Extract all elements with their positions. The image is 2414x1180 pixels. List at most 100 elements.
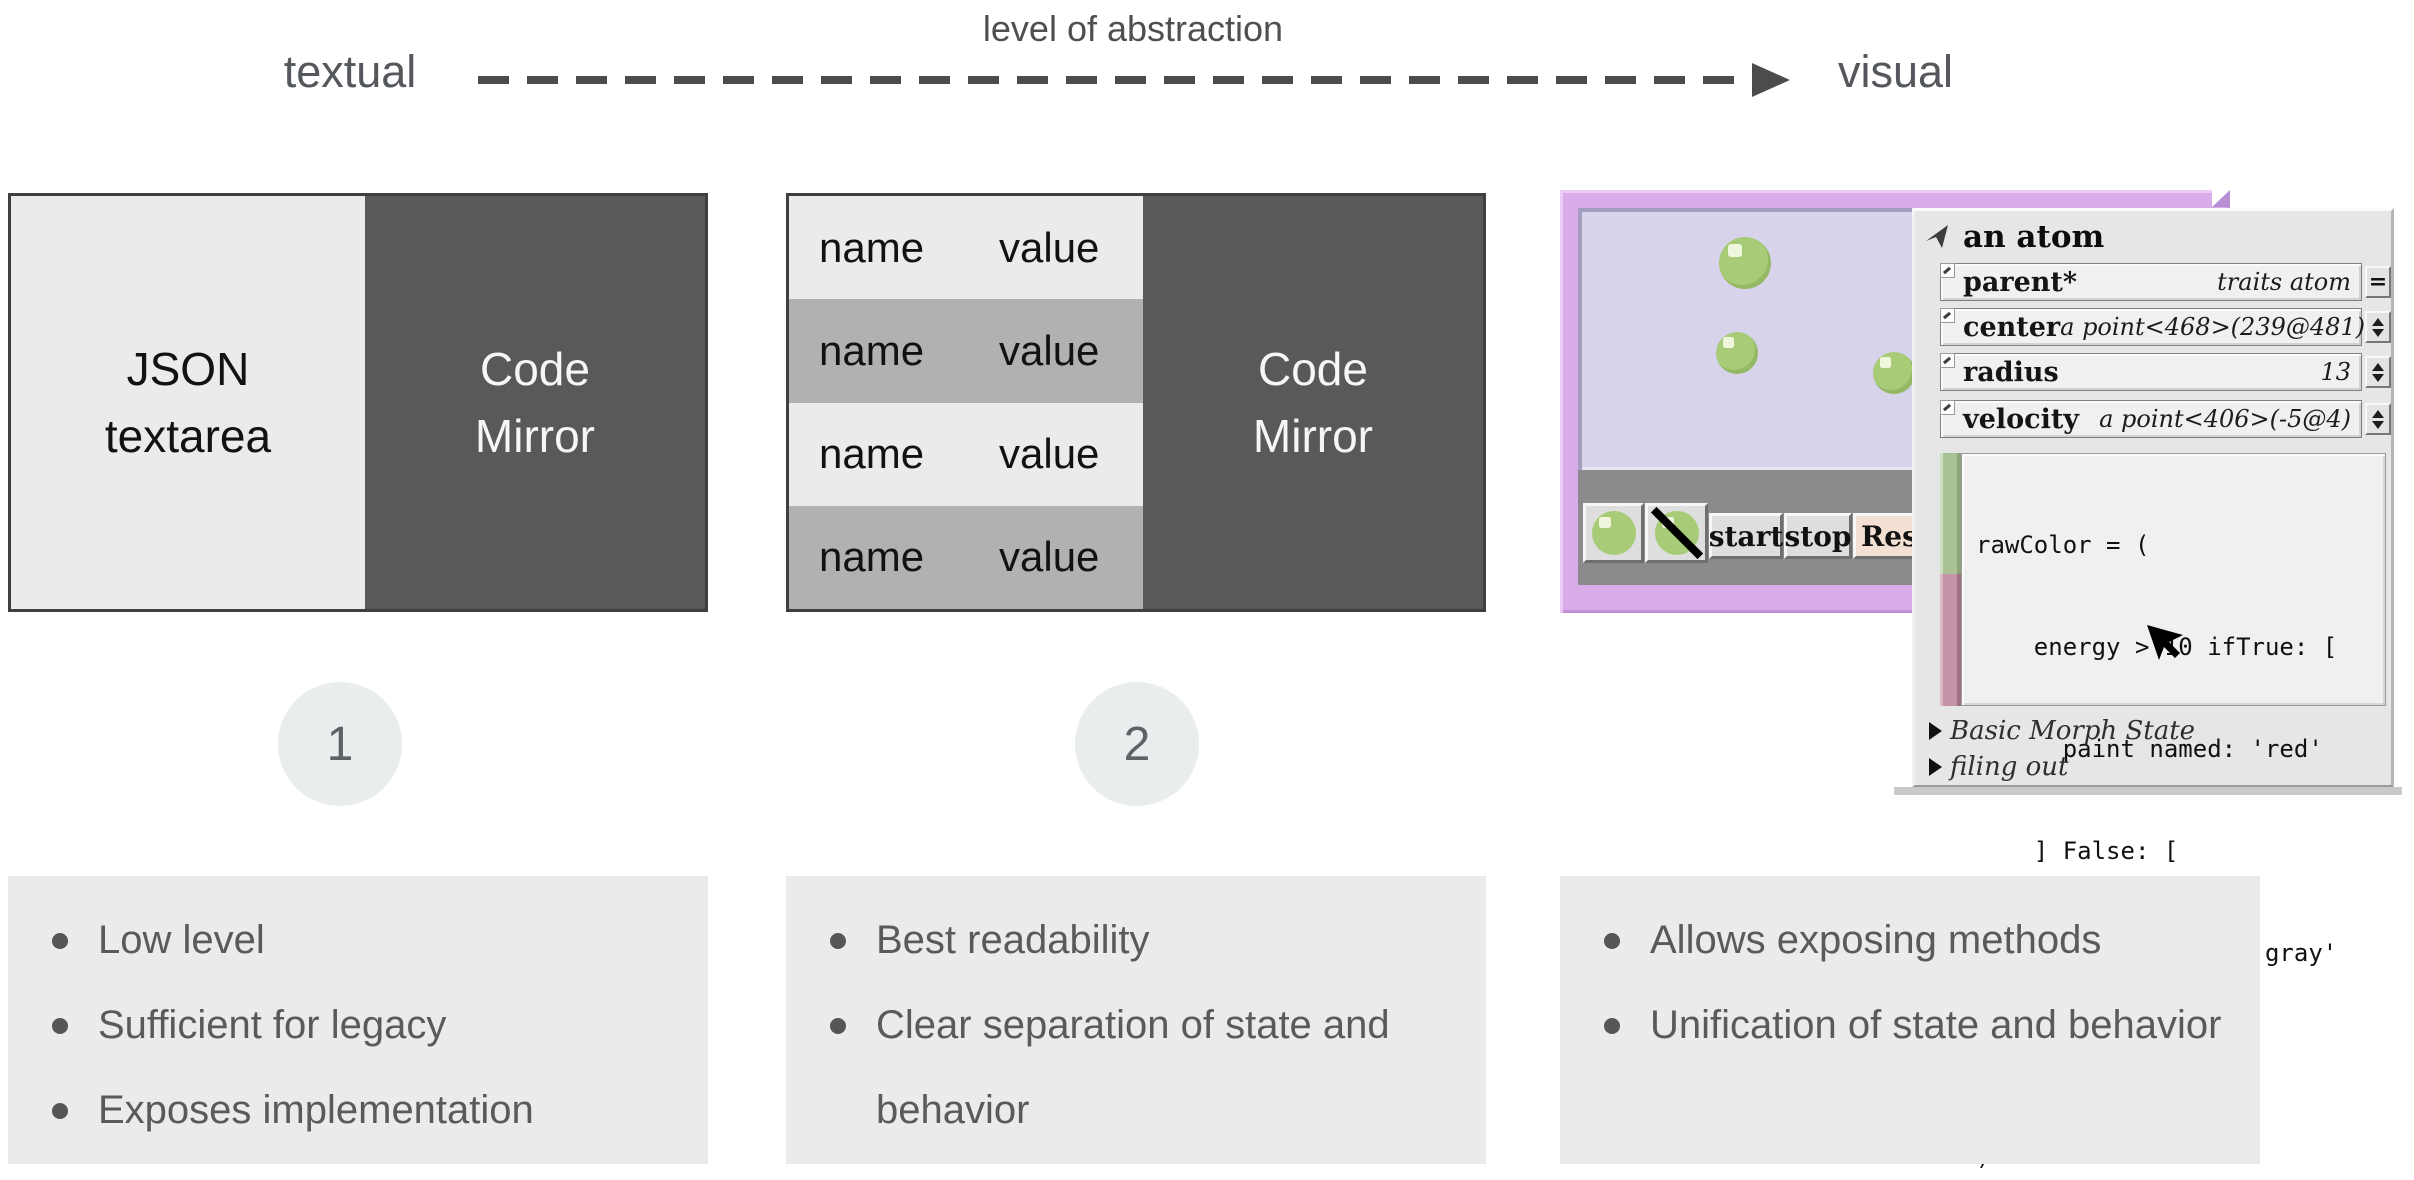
bullet-dot-icon bbox=[830, 933, 846, 949]
codemirror-label: Code Mirror bbox=[1252, 342, 1373, 462]
attribute-row-parent[interactable]: parent* traits atom bbox=[1940, 263, 2362, 301]
add-atom-button[interactable] bbox=[1583, 503, 1644, 563]
arrow-head-icon bbox=[1752, 63, 1790, 97]
start-button[interactable]: start bbox=[1709, 513, 1783, 559]
atom-ball[interactable] bbox=[1716, 332, 1758, 374]
cell-value: value bbox=[999, 326, 1100, 374]
table-row: name value bbox=[789, 505, 1143, 609]
bullet-text: Low level bbox=[98, 918, 265, 962]
category-label: filing out bbox=[1950, 752, 2069, 782]
list-item: Clear separation of state and behavior bbox=[830, 983, 1466, 1153]
stripe-green bbox=[1940, 453, 1961, 574]
slot-menu-icon[interactable] bbox=[1940, 308, 1955, 323]
bullet-dot-icon bbox=[1604, 1018, 1620, 1034]
stripe-pink bbox=[1940, 574, 1961, 706]
attribute-value: traits atom bbox=[2217, 268, 2351, 296]
updown-widget-button[interactable] bbox=[2365, 356, 2391, 388]
table-row: name value bbox=[789, 402, 1143, 506]
bullet-dot-icon bbox=[52, 1103, 68, 1119]
table-row: name value bbox=[789, 299, 1143, 403]
attribute-name: parent* bbox=[1963, 266, 2077, 298]
attribute-value: 13 bbox=[2320, 358, 2351, 386]
list-item: Best readability bbox=[830, 898, 1466, 983]
triangle-down-icon bbox=[2372, 420, 2384, 429]
triangle-up-icon bbox=[2372, 409, 2384, 418]
bullet-dot-icon bbox=[1604, 933, 1620, 949]
bullet-dot-icon bbox=[52, 1018, 68, 1034]
approach1-card: JSON textarea Code Mirror bbox=[8, 193, 708, 612]
panel-shadow bbox=[1894, 787, 2402, 795]
triangle-down-icon bbox=[2372, 328, 2384, 337]
atom-ball[interactable] bbox=[1873, 352, 1915, 394]
json-textarea-block: JSON textarea bbox=[11, 196, 365, 609]
cell-value: value bbox=[999, 223, 1100, 271]
slot-menu-icon[interactable] bbox=[1940, 263, 1955, 278]
list-item: Low level bbox=[52, 898, 688, 983]
step-number-1: 1 bbox=[278, 682, 402, 806]
codemirror-label: Code Mirror bbox=[474, 342, 595, 462]
cell-name: name bbox=[819, 223, 925, 271]
bullet-text: Sufficient for legacy bbox=[98, 1003, 447, 1047]
step-number-2: 2 bbox=[1075, 682, 1199, 806]
cell-name: name bbox=[819, 326, 925, 374]
name-value-table: name value name value name value name va… bbox=[789, 196, 1143, 609]
window-fold-icon bbox=[2212, 190, 2230, 207]
attribute-row-velocity[interactable]: velocity a point<406>(-5@4) bbox=[1940, 400, 2362, 438]
mouse-pointer-icon bbox=[2147, 625, 2183, 660]
bullet-text: Allows exposing methods bbox=[1650, 918, 2102, 962]
json-textarea-label: JSON textarea bbox=[104, 342, 272, 462]
axis-title: level of abstraction bbox=[982, 8, 1284, 49]
abstraction-axis-arrow bbox=[478, 76, 1756, 84]
collapse-arrow-icon[interactable] bbox=[1925, 224, 1951, 250]
codemirror-block: Code Mirror bbox=[364, 196, 705, 609]
triangle-down-icon bbox=[2372, 373, 2384, 382]
slot-menu-icon[interactable] bbox=[1940, 353, 1955, 368]
category-filing-out[interactable]: filing out bbox=[1929, 752, 2068, 782]
category-label: Basic Morph State bbox=[1950, 716, 2196, 746]
list-item: Unification of state and behavior bbox=[1604, 983, 2240, 1068]
code-line: ] False: [ bbox=[1976, 837, 2179, 865]
atom-icon bbox=[1591, 511, 1636, 555]
atom-outliner-panel: an atom parent* traits atom = center a p… bbox=[1912, 208, 2394, 1171]
category-basic-morph-state[interactable]: Basic Morph State bbox=[1929, 716, 2195, 746]
codemirror-block: Code Mirror bbox=[1142, 196, 1483, 609]
expander-triangle-icon[interactable] bbox=[1929, 758, 1942, 776]
expander-triangle-icon[interactable] bbox=[1929, 722, 1942, 740]
attribute-row-radius[interactable]: radius 13 bbox=[1940, 353, 2362, 391]
attribute-value: a point<406>(-5@4) bbox=[2099, 405, 2351, 433]
remove-atom-button[interactable] bbox=[1645, 503, 1708, 563]
bullet-text: Clear separation of state and behavior bbox=[876, 1003, 1390, 1132]
attribute-row-center[interactable]: center a point<468>(239@481) bbox=[1940, 308, 2365, 346]
stop-button[interactable]: stop bbox=[1784, 513, 1852, 559]
code-line: paint named: 'red' bbox=[1976, 735, 2323, 763]
axis-left-label: textual bbox=[283, 46, 417, 97]
triangle-up-icon bbox=[2372, 317, 2384, 326]
list-item: Exposes implementation bbox=[52, 1068, 688, 1153]
updown-widget-button[interactable] bbox=[2365, 311, 2391, 343]
axis-right-label: visual bbox=[1838, 46, 1954, 97]
code-editor-block: rawColor = ( energy > 10 ifTrue: [ paint… bbox=[1940, 453, 2386, 1171]
slot-menu-icon[interactable] bbox=[1940, 400, 1955, 415]
atom-ball[interactable] bbox=[1719, 237, 1771, 289]
approach2-bullet-list: Best readability Clear separation of sta… bbox=[786, 876, 1486, 1164]
cell-value: value bbox=[999, 430, 1100, 478]
list-item: Allows exposing methods bbox=[1604, 898, 2240, 983]
bullet-text: Best readability bbox=[876, 918, 1150, 962]
cell-value: value bbox=[999, 533, 1100, 581]
code-line: rawColor = ( bbox=[1976, 531, 2150, 559]
equals-widget-button[interactable]: = bbox=[2365, 266, 2391, 298]
list-item: Sufficient for legacy bbox=[52, 983, 688, 1068]
bullet-text: Unification of state and behavior bbox=[1650, 1003, 2222, 1047]
attribute-name: velocity bbox=[1963, 403, 2079, 435]
bullet-dot-icon bbox=[830, 1018, 846, 1034]
table-row: name value bbox=[789, 196, 1143, 300]
bullet-dot-icon bbox=[52, 933, 68, 949]
triangle-up-icon bbox=[2372, 362, 2384, 371]
updown-widget-button[interactable] bbox=[2365, 403, 2391, 435]
outliner-title: an atom bbox=[1963, 219, 2105, 255]
approach1-bullet-list: Low level Sufficient for legacy Exposes … bbox=[8, 876, 708, 1164]
approach2-card: name value name value name value name va… bbox=[786, 193, 1486, 612]
outliner-title-row: an atom bbox=[1925, 219, 2104, 255]
attribute-name: radius bbox=[1963, 356, 2059, 388]
